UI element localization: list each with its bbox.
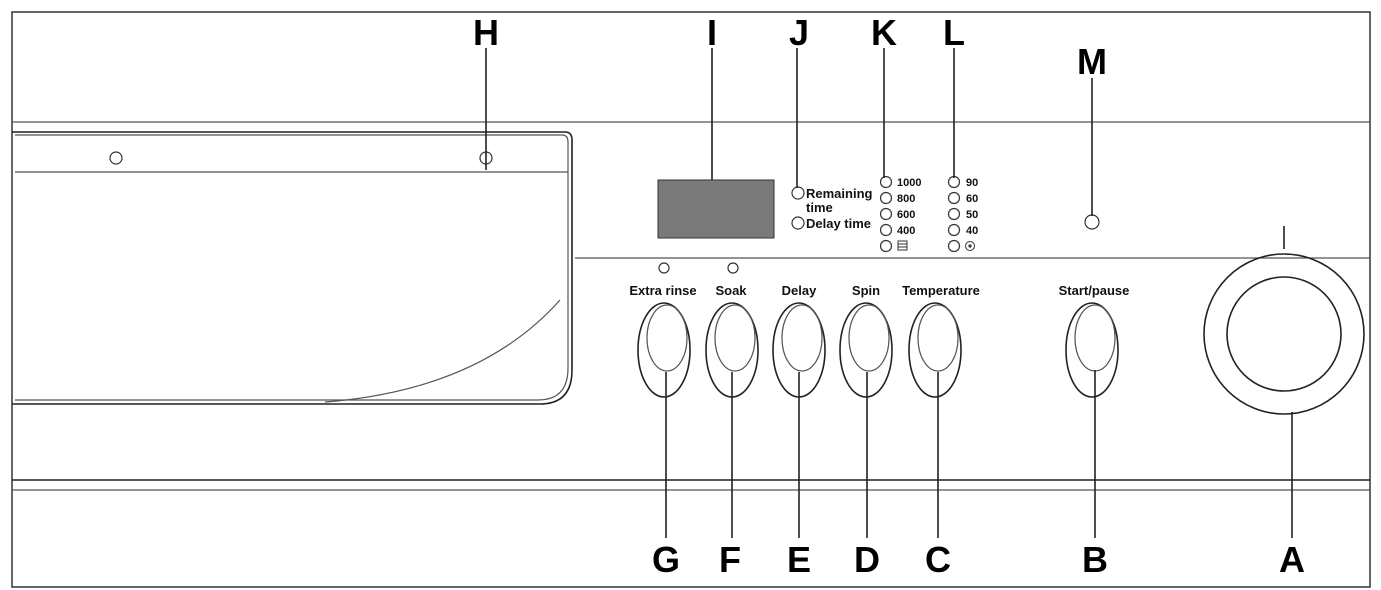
spin-led-icon [879, 239, 893, 253]
soak-led-icon [727, 262, 739, 274]
spin-option-800: 800 [897, 193, 915, 205]
callout-i: I [707, 12, 717, 53]
cold-icon [965, 241, 975, 251]
spin-option-400: 400 [897, 225, 915, 237]
callout-e: E [787, 539, 811, 580]
detergent-drawer[interactable] [12, 131, 573, 405]
temperature-indicators: 90 60 50 40 [947, 175, 978, 253]
temperature-option-60: 60 [966, 193, 978, 205]
door-lock-indicator-icon [1084, 214, 1100, 230]
program-selector-knob[interactable] [1203, 226, 1365, 415]
soak-label: Soak [715, 283, 747, 298]
spin-label: Spin [852, 283, 880, 298]
spin-led-icon [879, 175, 893, 189]
temperature-led-icon [947, 175, 961, 189]
spin-option-1000: 1000 [897, 177, 921, 189]
remaining-time-indicator-icon [791, 186, 805, 200]
temperature-option-50: 50 [966, 209, 978, 221]
delay-time-indicator-icon [791, 216, 805, 230]
extra-rinse-label: Extra rinse [629, 283, 696, 298]
callout-h: H [473, 12, 499, 53]
spin-speed-indicators: 1000 800 600 400 [879, 175, 921, 253]
spin-button[interactable] [839, 302, 893, 398]
temperature-option-40: 40 [966, 225, 978, 237]
temperature-led-icon [947, 207, 961, 221]
temperature-label: Temperature [902, 283, 980, 298]
start-pause-label: Start/pause [1059, 283, 1130, 298]
start-pause-button[interactable] [1065, 302, 1119, 398]
callout-m: M [1077, 41, 1107, 82]
spin-led-icon [879, 223, 893, 237]
leader-lines [485, 48, 1293, 538]
temperature-led-icon [947, 239, 961, 253]
callout-k: K [871, 12, 897, 53]
temperature-led-icon [947, 191, 961, 205]
remaining-time-label-line2: time [806, 200, 833, 215]
callout-d: D [854, 539, 880, 580]
drawer-screw-icon [109, 151, 123, 165]
callout-f: F [719, 539, 741, 580]
spin-led-icon [879, 191, 893, 205]
callout-a: A [1279, 539, 1305, 580]
diagram-frame [11, 11, 1371, 588]
remaining-time-label: Remaining [806, 186, 873, 201]
temperature-button[interactable] [908, 302, 962, 398]
callout-l: L [943, 12, 965, 53]
temperature-option-90: 90 [966, 177, 978, 189]
no-spin-icon [897, 240, 908, 251]
callout-b: B [1082, 539, 1108, 580]
callout-c: C [925, 539, 951, 580]
extra-rinse-button[interactable] [637, 302, 691, 398]
digital-display [657, 179, 775, 239]
spin-led-icon [879, 207, 893, 221]
delay-label: Delay [782, 283, 817, 298]
callout-g: G [652, 539, 680, 580]
spin-option-600: 600 [897, 209, 915, 221]
delay-time-label: Delay time [806, 216, 871, 231]
extra-rinse-led-icon [658, 262, 670, 274]
temperature-led-icon [947, 223, 961, 237]
callout-j: J [789, 12, 809, 53]
